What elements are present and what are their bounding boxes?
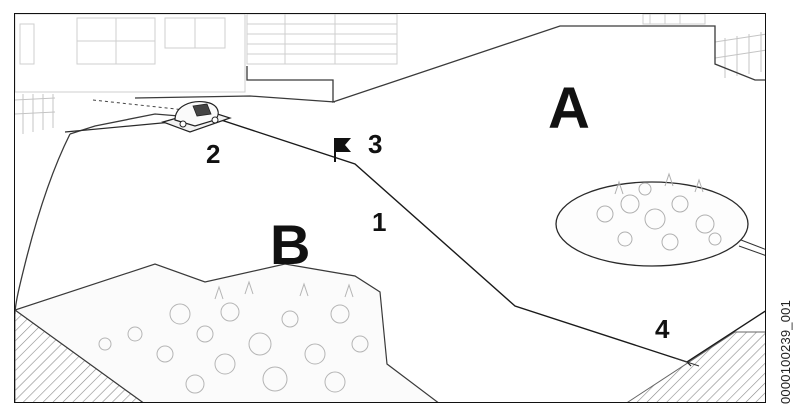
- flower-bed-bottom: [15, 263, 439, 402]
- callout-4: 4: [655, 314, 670, 344]
- round-bed-plants: [596, 172, 722, 251]
- station-wire-dashed: [92, 99, 186, 111]
- fence-right-sketch: [714, 32, 765, 78]
- document-code-text: 0000100239_001: [778, 299, 793, 404]
- flag-icon: [334, 138, 351, 162]
- wire-connector: [674, 357, 700, 367]
- diagram-drawing: [15, 14, 765, 402]
- bed-guide-wire: [738, 239, 765, 256]
- round-flower-bed: [555, 181, 749, 267]
- zone-divider-line: [214, 117, 765, 363]
- callout-2: 2: [206, 139, 221, 169]
- house-sketch: [15, 14, 706, 93]
- lawn-zone-diagram: A B 1 2 3 4: [14, 13, 766, 403]
- flower-bed-plants: [98, 280, 369, 394]
- charging-station: [161, 101, 232, 133]
- right-hatched-area: [627, 331, 765, 402]
- zone-a-label: A: [548, 76, 590, 141]
- fence-sketch: [15, 94, 56, 134]
- callout-1: 1: [372, 207, 387, 237]
- callout-3: 3: [368, 129, 383, 159]
- zone-b-label: B: [270, 213, 311, 276]
- lawn-outlines: [15, 25, 765, 315]
